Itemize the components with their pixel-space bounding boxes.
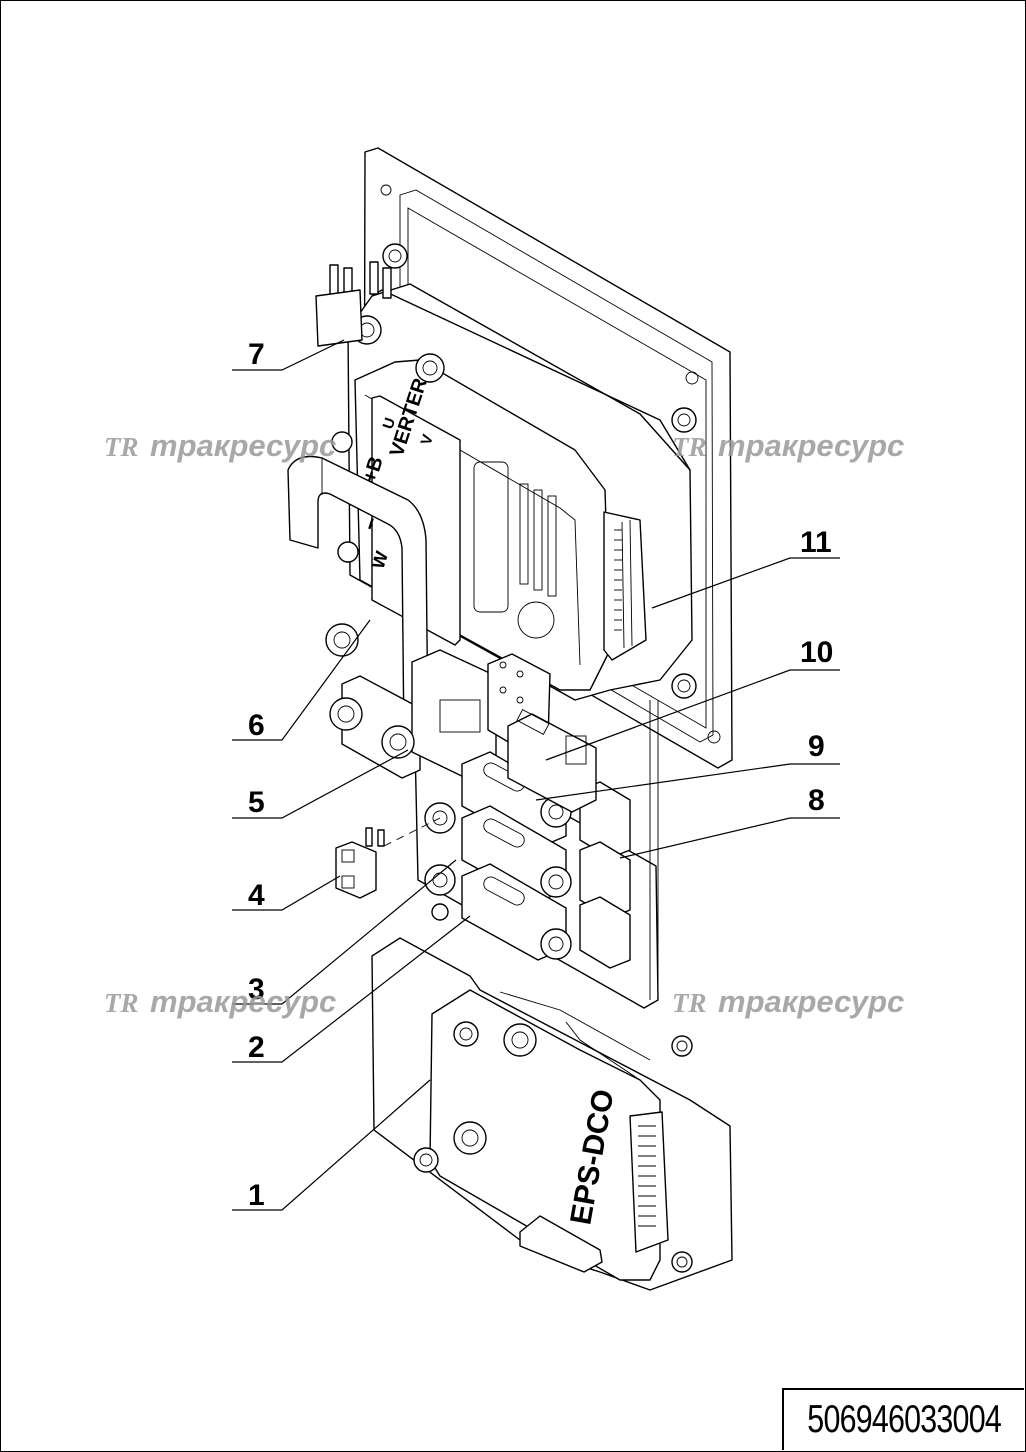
watermark-bottom-right: TR тракресурс [672, 984, 904, 1019]
watermark-logo: TR [672, 432, 707, 462]
fuse-side-blocks [579, 781, 631, 969]
terminal-v-label: V [418, 432, 437, 447]
watermark-bottom-left: TR тракресурс [104, 984, 336, 1019]
document-number: 506946033004 [807, 1398, 1001, 1441]
fuse-holder-upper [461, 751, 567, 849]
watermark-top-right: TR тракресурс [672, 428, 904, 463]
relay-block [507, 709, 597, 813]
terminal-w-label: W [368, 549, 392, 571]
watermark-logo: TR [104, 988, 139, 1018]
watermark-text: тракресурс [150, 428, 336, 463]
callouts: 1 2 3 4 5 6 7 8 9 10 11 [232, 338, 840, 1212]
watermark-top-left: TR тракресурс [104, 428, 336, 463]
callout-3: 3 [248, 973, 265, 1006]
document-number-box: 506946033004 [782, 1388, 1024, 1450]
callout-6: 6 [248, 709, 265, 742]
inverter-module: VERTER U V W +B − [315, 243, 697, 701]
watermark-logo: TR [672, 988, 707, 1018]
callout-5: 5 [248, 786, 265, 819]
callout-8: 8 [808, 784, 825, 817]
watermark-text: тракресурс [150, 984, 336, 1019]
callout-9: 9 [808, 730, 825, 763]
watermark-text: тракресурс [718, 428, 904, 463]
watermark-text: тракресурс [718, 984, 904, 1019]
callout-4: 4 [248, 879, 265, 912]
callout-10: 10 [800, 636, 833, 669]
callout-1: 1 [248, 1179, 265, 1212]
terminal-u-label: U [380, 416, 400, 432]
callout-2: 2 [248, 1031, 265, 1064]
callout-11: 11 [800, 526, 832, 559]
blade-fuse [335, 817, 441, 899]
callout-7: 7 [248, 338, 265, 371]
eps-controller: EPS-DCO [371, 937, 733, 1291]
watermark-logo: TR [104, 432, 139, 462]
